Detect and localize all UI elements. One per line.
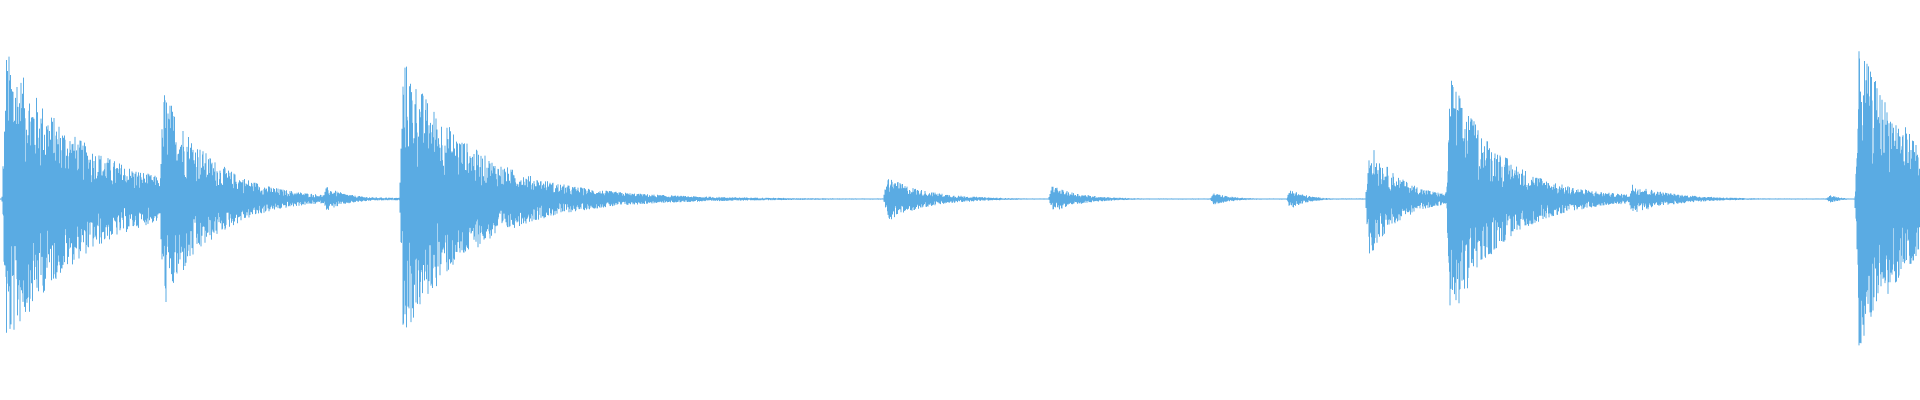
waveform-path — [0, 51, 1920, 346]
